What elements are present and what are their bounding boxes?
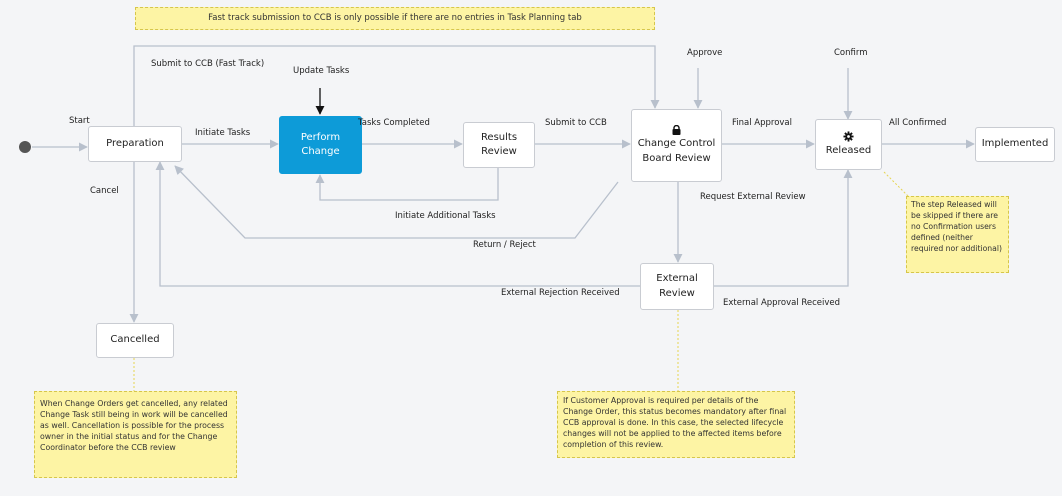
fast-track-banner: Fast track submission to CCB is only pos…	[135, 7, 655, 30]
edge-return-reject	[174, 165, 619, 239]
state-implemented[interactable]: Implemented	[975, 127, 1055, 162]
start-node	[19, 141, 31, 153]
label-approve: Approve	[687, 48, 723, 58]
edge-external-approval	[714, 169, 853, 287]
note-released-skip: The step Released will be skipped if the…	[906, 196, 1009, 273]
state-preparation-label: Preparation	[106, 137, 164, 149]
state-preparation[interactable]: Preparation	[88, 126, 182, 162]
label-initiate-additional-tasks: Initiate Additional Tasks	[395, 211, 496, 221]
state-perform-change[interactable]: Perform Change	[279, 116, 362, 174]
edge-external-rejection	[155, 161, 640, 287]
label-request-external-review: Request External Review	[700, 192, 806, 202]
state-cancelled-label: Cancelled	[110, 334, 160, 346]
state-results-review-label: Results Review	[480, 131, 518, 158]
label-initiate-tasks: Initiate Tasks	[195, 128, 251, 138]
label-tasks-completed: Tasks Completed	[358, 118, 430, 128]
label-external-approval: External Approval Received	[723, 298, 841, 308]
state-implemented-label: Implemented	[981, 138, 1049, 150]
gear-icon	[843, 131, 854, 142]
state-cancelled[interactable]: Cancelled	[96, 323, 174, 358]
edge-additional-tasks	[315, 168, 499, 201]
state-external-review-label: External Review	[656, 273, 698, 299]
label-confirm: Confirm	[834, 48, 868, 58]
state-external-review[interactable]: External Review	[640, 263, 714, 310]
label-submit-fast-track: Submit to CCB (Fast Track)	[151, 59, 265, 69]
label-external-rejection: External Rejection Received	[501, 288, 620, 298]
state-perform-change-label: Perform Change	[300, 131, 341, 158]
label-return-reject: Return / Reject	[473, 240, 536, 250]
state-released-label: Released	[825, 144, 872, 156]
label-start: Start	[69, 116, 90, 126]
label-final-approval: Final Approval	[732, 118, 793, 128]
note-connector-released	[883, 171, 911, 199]
label-cancel: Cancel	[90, 186, 119, 196]
note-cancellation: When Change Orders get cancelled, any re…	[34, 391, 237, 478]
edge-fast-track	[133, 45, 660, 126]
state-results-review[interactable]: Results Review	[463, 122, 535, 168]
label-all-confirmed: All Confirmed	[889, 118, 947, 128]
state-ccb-review-label: Change Control Board Review	[637, 138, 716, 164]
label-submit-to-ccb: Submit to CCB	[545, 118, 607, 128]
note-external-review: If Customer Approval is required per det…	[557, 391, 795, 458]
state-released[interactable]: Released	[815, 119, 882, 170]
label-update-tasks: Update Tasks	[293, 66, 350, 76]
state-ccb-review[interactable]: Change Control Board Review	[631, 109, 722, 182]
lock-icon	[672, 125, 681, 135]
